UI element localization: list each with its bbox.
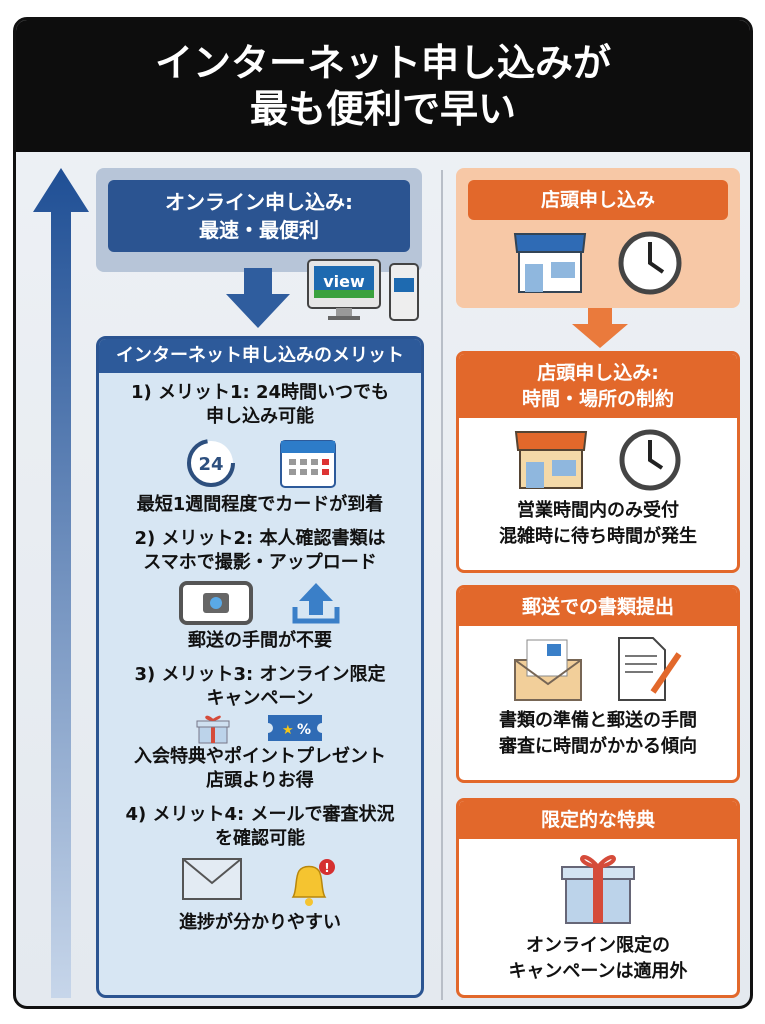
down-arrow-icon — [226, 268, 290, 328]
mail-submission-box: 郵送での書類提出 書類の準備と郵送の手間 審査に時間がかかる傾向 — [456, 585, 740, 783]
merit-title: 1) メリット1: 24時間いつでも — [130, 382, 390, 403]
store-panel: 店頭申し込み — [456, 168, 740, 308]
phone-camera-icon — [179, 581, 253, 625]
gift-icon — [561, 855, 635, 924]
clock-icon — [618, 231, 682, 295]
svg-text:!: ! — [324, 861, 329, 875]
merit-item-3: 3) メリット3: オンライン限定 キャンペーン ★% 入会特典やポイントプレゼ… — [99, 663, 421, 793]
store-icon — [513, 233, 587, 293]
merit-title: スマホで撮影・アップロード — [143, 552, 377, 573]
down-arrow-icon — [572, 308, 628, 348]
box-text: 審査に時間がかかる傾向 — [499, 736, 697, 757]
box-text: 営業時間内のみ受付 — [517, 500, 679, 521]
up-arrow-icon — [33, 168, 89, 998]
box-text: 混雑時に待ち時間が発生 — [499, 526, 697, 547]
merit-item-2: 2) メリット2: 本人確認書類は スマホで撮影・アップロード 郵送の手間が不要 — [99, 527, 421, 653]
title-line-1: インターネット申し込みが — [154, 41, 611, 85]
merit-note: 最短1週間程度でカードが到着 — [136, 494, 384, 515]
mail-icon — [182, 858, 242, 900]
box-text: オンライン限定の — [526, 935, 670, 956]
computer-phone-icon: view — [307, 259, 419, 321]
limited-benefits-box: 限定的な特典 オンライン限定の キャンペーンは適用外 — [456, 798, 740, 998]
svg-text:★: ★ — [282, 723, 294, 738]
store-heading: 店頭申し込み — [468, 180, 728, 220]
box-heading: 時間・場所の制約 — [521, 388, 674, 410]
gift-icon — [196, 715, 230, 744]
merits-box: インターネット申し込みのメリット 1) メリット1: 24時間いつでも 申し込み… — [96, 336, 424, 998]
envelope-icon — [514, 639, 582, 701]
clock-24-icon: 24 — [187, 439, 235, 487]
page-title: インターネット申し込みが 最も便利で早い — [16, 20, 750, 152]
merit-title: 3) メリット3: オンライン限定 — [134, 664, 386, 685]
box-heading: 店頭申し込み: — [537, 362, 659, 384]
merit-title: キャンペーン — [206, 688, 314, 709]
divider — [441, 170, 443, 1000]
box-text: キャンペーンは適用外 — [508, 961, 688, 982]
merit-title: を確認可能 — [215, 828, 305, 849]
merit-note: 入会特典やポイントプレゼント — [134, 746, 386, 767]
bell-alert-icon: ! — [291, 859, 335, 906]
merit-note: 進捗が分かりやすい — [179, 912, 341, 933]
box-heading: 限定的な特典 — [459, 801, 737, 839]
online-heading-line-2: 最速・最便利 — [199, 218, 319, 242]
store-constraints-box: 店頭申し込み: 時間・場所の制約 営業時間内のみ受付 混雑時に待ち時間が発生 — [456, 351, 740, 573]
merit-item-4: 4) メリット4: メールで審査状況 を確認可能 ! 進捗が分かりやすい — [99, 803, 421, 935]
document-pen-icon — [618, 637, 682, 701]
box-heading: 郵送での書類提出 — [459, 588, 737, 626]
monitor-label: view — [323, 272, 365, 291]
store-icon — [514, 431, 588, 489]
upload-icon — [292, 583, 340, 624]
box-text: 書類の準備と郵送の手間 — [499, 710, 697, 731]
svg-text:24: 24 — [198, 454, 223, 475]
online-heading-line-1: オンライン申し込み: — [165, 190, 353, 214]
merit-title: 2) メリット2: 本人確認書類は — [134, 528, 386, 549]
infographic-frame: インターネット申し込みが 最も便利で早い オンライン申し込み: 最速・最便利 v… — [13, 17, 753, 1009]
merit-title: 申し込み可能 — [206, 406, 314, 427]
merit-note: 店頭よりお得 — [206, 770, 314, 791]
svg-text:%: % — [297, 722, 311, 738]
online-heading: オンライン申し込み: 最速・最便利 — [108, 180, 410, 252]
calendar-icon — [280, 440, 336, 488]
merit-item-1: 1) メリット1: 24時間いつでも 申し込み可能 24 最短1週間程度でカード… — [99, 381, 421, 517]
merit-title: 4) メリット4: メールで審査状況 — [125, 804, 395, 825]
merit-note: 郵送の手間が不要 — [188, 630, 332, 651]
merits-header: インターネット申し込みのメリット — [99, 339, 421, 373]
title-line-2: 最も便利で早い — [249, 87, 516, 131]
clock-icon — [619, 429, 681, 491]
coupon-icon: ★% — [268, 715, 322, 741]
